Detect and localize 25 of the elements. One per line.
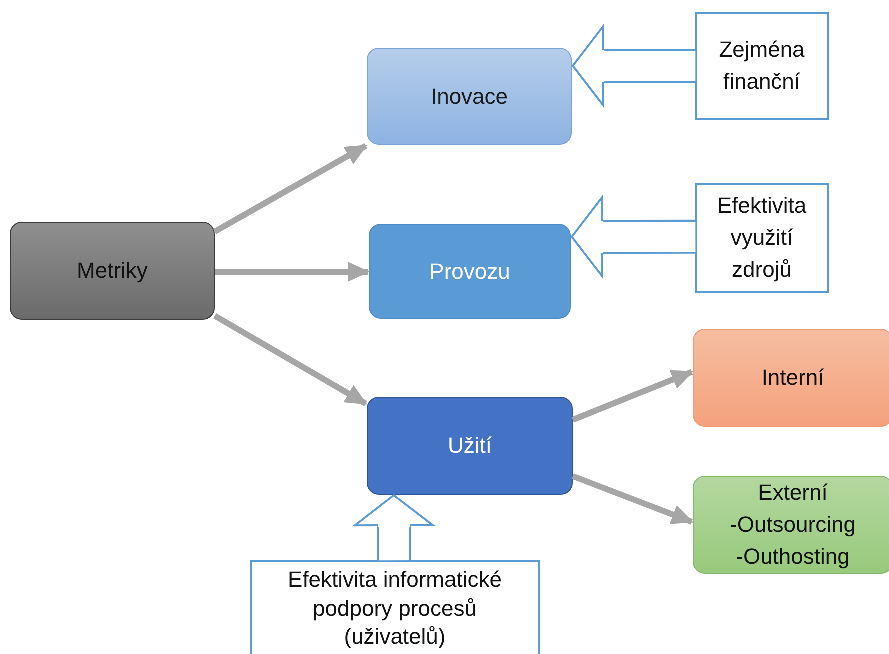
node-text: Inovace (430, 82, 508, 111)
node-text: Efektivita informatické podpory procesů (uživatelů) (287, 566, 503, 652)
arrow (215, 262, 370, 282)
callout-box (695, 183, 829, 293)
callout-box (250, 560, 540, 654)
callout-box (695, 12, 829, 120)
node-text: Efektivita využití zdrojů (716, 192, 808, 284)
arrow (214, 313, 368, 406)
process-box (367, 397, 573, 495)
process-box (367, 48, 572, 145)
process-box (369, 224, 571, 319)
node-text: Užití (448, 432, 492, 460)
node-text: Metriky (77, 257, 148, 286)
node-text: Interní (762, 364, 824, 392)
arrow (572, 369, 694, 423)
process-box (10, 222, 215, 320)
node-text: Provozu (430, 258, 510, 286)
arrow (214, 143, 368, 234)
node-text: -Outhosting (736, 542, 850, 571)
node-text: Zejména finanční (718, 36, 806, 96)
node-text: Externí (758, 479, 828, 508)
process-box (693, 329, 889, 427)
node-text: -Outsourcing (730, 511, 856, 540)
arrow (572, 474, 694, 525)
process-box (693, 476, 889, 574)
